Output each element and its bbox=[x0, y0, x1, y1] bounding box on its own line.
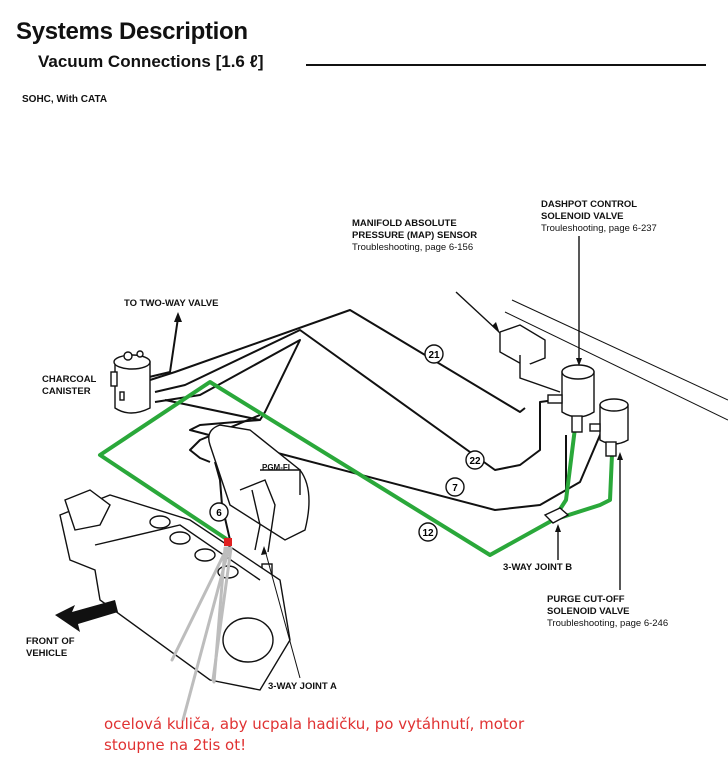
hose-marker-21: 21 bbox=[424, 344, 444, 364]
section-subtitle: Vacuum Connections [1.6 ℓ] bbox=[38, 52, 264, 71]
annotation-pointers bbox=[170, 546, 233, 722]
annotation-note: ocelová kuliča, aby ucpala hadičku, po v… bbox=[104, 715, 525, 754]
svg-text:7: 7 bbox=[452, 483, 458, 494]
steel-ball-marker bbox=[224, 538, 232, 546]
svg-text:22: 22 bbox=[469, 456, 481, 467]
charcoal-canister bbox=[110, 350, 151, 414]
front-arrow-icon bbox=[55, 600, 118, 632]
svg-text:21: 21 bbox=[428, 350, 440, 361]
map-sensor bbox=[455, 291, 561, 393]
hose-number-markers: 21 22 7 12 6 bbox=[209, 344, 485, 542]
vacuum-hoses bbox=[144, 309, 606, 541]
label-front-of-vehicle: FRONT OF VEHICLE bbox=[26, 636, 75, 659]
page-title: Systems Description bbox=[16, 18, 248, 45]
label-charcoal-canister: CHARCOAL CANISTER bbox=[42, 374, 97, 397]
body-panel bbox=[504, 299, 728, 421]
hose-marker-6: 6 bbox=[209, 502, 229, 522]
svg-text:12: 12 bbox=[422, 528, 434, 539]
dashpot-solenoid bbox=[547, 236, 595, 433]
hose-marker-7: 7 bbox=[445, 477, 465, 497]
pgm-fi-marking: PGM-FI bbox=[262, 463, 290, 472]
subtitle-divider bbox=[306, 64, 706, 66]
label-map-sensor: MANIFOLD ABSOLUTE PRESSURE (MAP) SENSOR … bbox=[352, 218, 478, 253]
label-purge-solenoid: PURGE CUT-OFF SOLENOID VALVE Troubleshoo… bbox=[547, 594, 669, 629]
label-joint-a: 3-WAY JOINT A bbox=[268, 681, 337, 692]
arrow-up-icon bbox=[174, 312, 182, 322]
label-joint-b: 3-WAY JOINT B bbox=[503, 562, 573, 573]
label-dashpot-solenoid: DASHPOT CONTROL SOLENOID VALVE Troulesho… bbox=[541, 199, 657, 234]
three-way-joint-b bbox=[543, 507, 570, 560]
hose-marker-22: 22 bbox=[465, 450, 485, 470]
label-two-way-valve: TO TWO-WAY VALVE bbox=[124, 298, 219, 309]
hose-marker-12: 12 bbox=[418, 522, 438, 542]
engine-variant: SOHC, With CATA bbox=[22, 94, 108, 105]
svg-text:6: 6 bbox=[216, 508, 222, 519]
purge-solenoid bbox=[589, 398, 629, 590]
